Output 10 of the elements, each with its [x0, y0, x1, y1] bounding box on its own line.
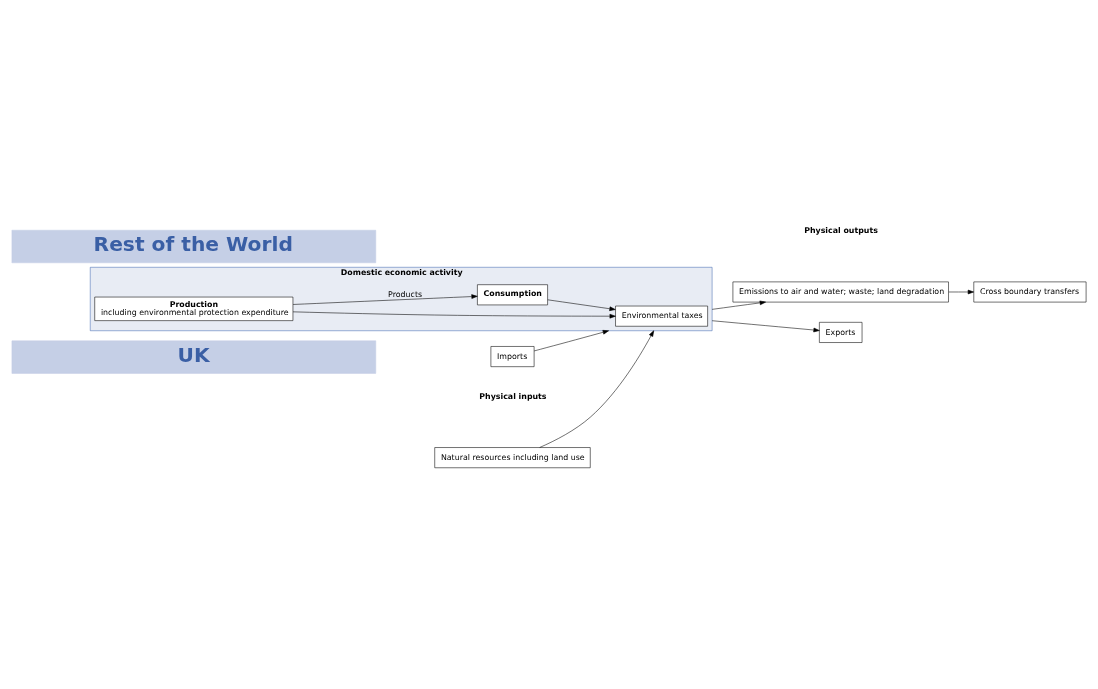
arrow — [533, 330, 609, 352]
arrow — [547, 299, 616, 311]
arrow — [292, 311, 616, 319]
arrow — [539, 330, 655, 448]
node-box: UK — [11, 340, 377, 374]
arrow — [711, 300, 766, 310]
arrow — [292, 294, 478, 305]
node-box: Rest of the World — [11, 229, 377, 264]
arrow — [711, 320, 820, 333]
arrow — [948, 289, 974, 295]
